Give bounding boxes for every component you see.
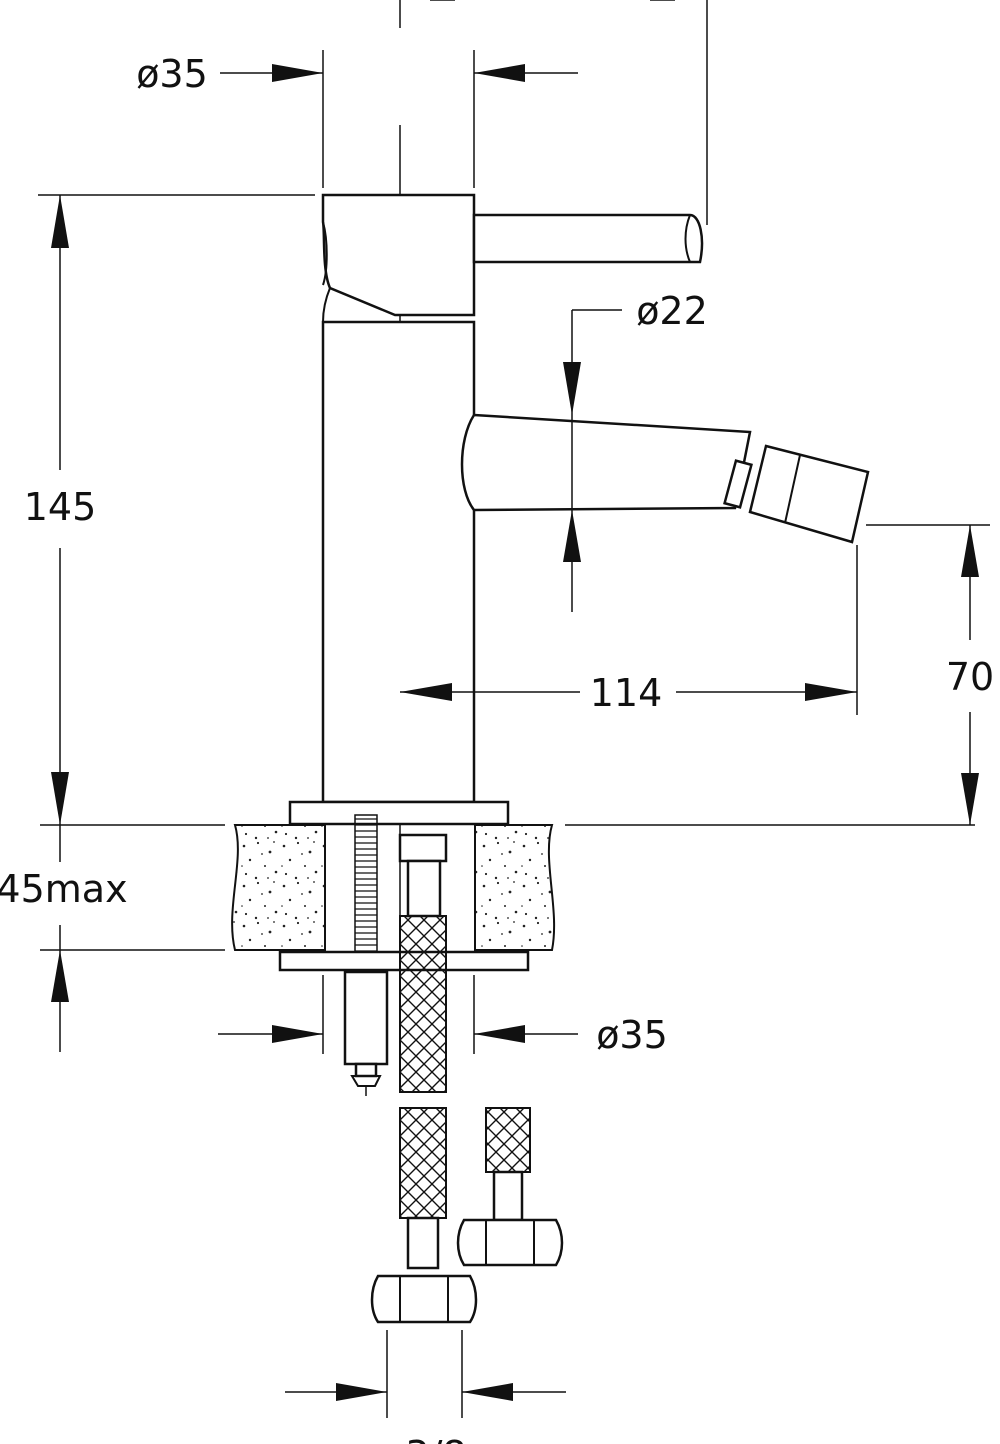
handle	[321, 193, 704, 323]
dim-height: 145	[24, 194, 315, 845]
supply-hose-center	[370, 833, 478, 1324]
dim-spout-diameter-label: ø22	[636, 289, 708, 333]
supply-hose-right	[456, 1107, 564, 1267]
dim-shank-diameter-label: ø35	[596, 1013, 668, 1057]
dim-top-partial-label: 71	[536, 0, 584, 7]
base-flange	[288, 800, 510, 826]
dim-deck-thickness-label: 45max	[0, 867, 128, 911]
dim-top-partial: 71	[399, 0, 708, 225]
faucet-body	[321, 320, 476, 804]
threaded-rod	[343, 814, 389, 1096]
dim-spout-height: 70	[866, 524, 994, 825]
dim-spout-diameter: ø22	[563, 289, 708, 612]
dim-bottom-partial: 3/8	[285, 1330, 566, 1444]
dim-height-label: 145	[24, 485, 97, 529]
dim-spout-reach: 114	[400, 545, 858, 715]
deck-section	[231, 824, 556, 951]
dim-spout-reach-label: 114	[590, 671, 663, 715]
dim-bottom-partial-label: 3/8	[405, 1433, 466, 1444]
spout	[460, 413, 870, 544]
dim-top-diameter-label: ø35	[136, 52, 208, 96]
dim-shank-diameter: ø35	[218, 975, 668, 1057]
dim-spout-height-label: 70	[946, 655, 994, 699]
dim-top-diameter: ø35	[136, 50, 578, 188]
dim-deck-thickness: 45max	[0, 845, 128, 1052]
